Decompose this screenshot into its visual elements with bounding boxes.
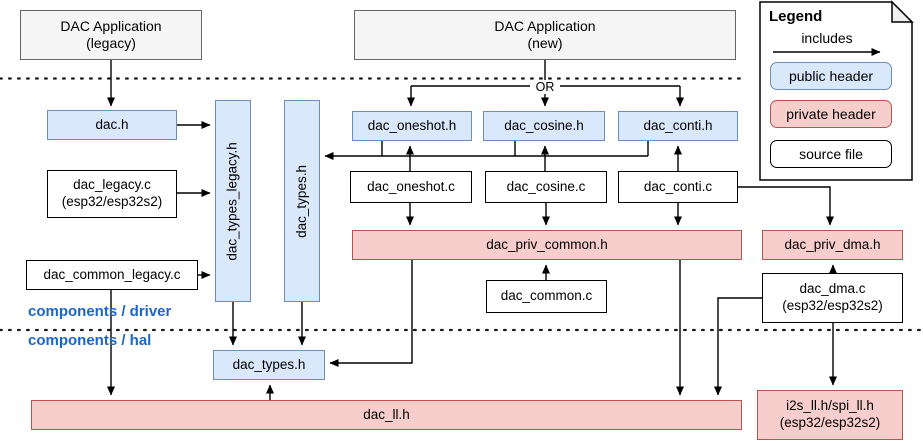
- node-dac-priv-common-h: dac_priv_common.h: [352, 230, 742, 260]
- node-label: dac_common.c: [500, 288, 593, 304]
- node-label: dac_legacy.c: [73, 177, 151, 193]
- node-label: dac_ll.h: [363, 406, 410, 422]
- node-dac-conti-c: dac_conti.c: [618, 171, 738, 203]
- node-dac-application-legacy: DAC Application (legacy): [20, 10, 202, 60]
- node-label: DAC Application: [494, 17, 596, 34]
- node-label: DAC Application: [60, 17, 162, 34]
- node-label: dac_oneshot.c: [367, 178, 455, 194]
- node-dac-oneshot-h: dac_oneshot.h: [352, 111, 472, 141]
- node-label: dac_oneshot.h: [367, 117, 457, 133]
- legend-title: Legend: [769, 8, 823, 25]
- legend-item-label: public header: [788, 68, 874, 84]
- or-junction-label: OR: [530, 80, 560, 94]
- legend-item-label: private header: [786, 106, 876, 122]
- node-dac-application-new: DAC Application (new): [354, 10, 736, 60]
- legend-item-public-header: public header: [770, 62, 892, 90]
- node-dac-cosine-c: dac_cosine.c: [485, 171, 607, 203]
- node-sublabel: (new): [527, 35, 563, 51]
- node-dac-priv-dma-h: dac_priv_dma.h: [762, 230, 903, 260]
- legend-includes-label: includes: [801, 30, 853, 46]
- node-sublabel: (esp32/esp32s2): [779, 415, 881, 430]
- node-label: dac_types.h: [293, 164, 309, 238]
- node-i2s-spi-ll-h: i2s_ll.h/spi_ll.h (esp32/esp32s2): [757, 390, 903, 440]
- node-label: dac_dma.c: [799, 281, 866, 297]
- legend-item-private-header: private header: [770, 100, 892, 128]
- node-label: dac_types_legacy.h: [224, 141, 240, 261]
- node-label: i2s_ll.h/spi_ll.h: [786, 398, 874, 414]
- node-dac-dma-c: dac_dma.c (esp32/esp32s2): [762, 273, 903, 323]
- node-dac-h: dac.h: [47, 110, 177, 140]
- node-dac-common-c: dac_common.c: [486, 280, 607, 313]
- node-label: dac_conti.h: [643, 117, 713, 133]
- node-sublabel: (esp32/esp32s2): [61, 194, 163, 209]
- node-label: dac.h: [95, 116, 129, 132]
- node-dac-oneshot-c: dac_oneshot.c: [350, 171, 472, 203]
- layer-label-hal: components / hal: [28, 332, 152, 349]
- node-label: dac_cosine.h: [504, 117, 584, 133]
- legend-item-label: source file: [799, 146, 863, 162]
- node-dac-cosine-h: dac_cosine.h: [483, 111, 605, 141]
- node-label: dac_priv_common.h: [486, 236, 608, 252]
- node-sublabel: (legacy): [86, 35, 136, 51]
- node-dac-types-legacy-h: dac_types_legacy.h: [215, 100, 251, 302]
- layer-label-driver: components / driver: [28, 303, 172, 320]
- node-label: dac_common_legacy.c: [43, 266, 181, 282]
- node-label: dac_conti.c: [643, 178, 713, 194]
- node-dac-legacy-c: dac_legacy.c (esp32/esp32s2): [47, 170, 177, 218]
- node-dac-types-h-hal: dac_types.h: [213, 350, 325, 380]
- legend-page-shape: [759, 0, 914, 181]
- legend-item-source-file: source file: [770, 140, 892, 168]
- node-sublabel: (esp32/esp32s2): [782, 298, 883, 313]
- node-dac-common-legacy-c: dac_common_legacy.c: [26, 260, 198, 290]
- node-label: dac_priv_dma.h: [784, 236, 881, 252]
- node-dac-types-h-driver: dac_types.h: [284, 100, 320, 302]
- node-dac-conti-h: dac_conti.h: [618, 111, 738, 141]
- node-dac-ll-h: dac_ll.h: [31, 400, 742, 430]
- node-label: dac_cosine.c: [506, 178, 586, 194]
- node-label: dac_types.h: [232, 356, 306, 372]
